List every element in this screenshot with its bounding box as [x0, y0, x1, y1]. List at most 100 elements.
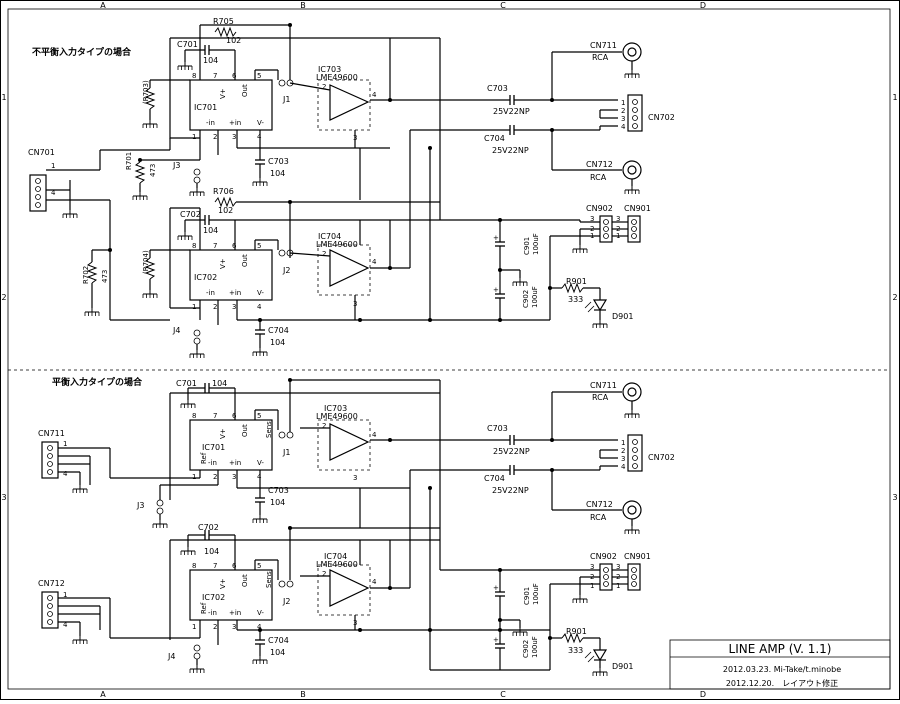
- ic703-pin4: 4: [372, 91, 377, 99]
- ic701-pin2: 2: [213, 133, 217, 141]
- cn711b-out-label: CN711: [590, 381, 617, 390]
- c703b-out-value: 25V22NP: [493, 447, 530, 456]
- ic702b-sens: Sens: [265, 571, 273, 588]
- ic701b-minus-in: -in: [208, 459, 217, 467]
- ic704-label: IC704: [318, 232, 341, 241]
- ic702-box: [189, 249, 273, 301]
- cn712b-out-label: CN712: [586, 500, 613, 509]
- ic704b-buffer: [329, 569, 370, 607]
- c902b-value: 100uF: [531, 636, 539, 658]
- ic703b-pin4: 4: [372, 431, 377, 439]
- cn702b-pin4: 4: [621, 463, 626, 471]
- cn901-pin1: 1: [616, 232, 620, 240]
- ic702-pin4: 4: [257, 303, 262, 311]
- r901-label: R901: [566, 277, 587, 286]
- ic701b-pin3: 3: [232, 473, 236, 481]
- cn711-out-sub: RCA: [592, 53, 609, 62]
- ic702b-ref: Ref: [200, 602, 208, 614]
- c703-label: C703: [268, 157, 289, 166]
- ic704b-outline: [317, 564, 371, 616]
- c702b-label: C702: [198, 523, 219, 532]
- c703-out-label: C703: [487, 84, 508, 93]
- ic702-pin8: 8: [192, 242, 196, 250]
- ic702b-pin4: 4: [257, 623, 262, 631]
- r704-label: (R704): [142, 250, 150, 274]
- cn701-pin1: 1: [51, 162, 55, 170]
- j4-label-top: J4: [172, 326, 180, 335]
- cn902-label: CN902: [586, 204, 613, 213]
- unbalanced-input-section: 不平衡入力タイプの場合 R705 102 C701 104 8 7 6 5 1 …: [28, 17, 675, 359]
- cn902b-body: [599, 563, 613, 591]
- cn711b-out-sub: RCA: [592, 393, 609, 402]
- cn702b-body: [627, 434, 643, 472]
- ic701-vminus: V-: [257, 119, 264, 127]
- col-label-a-top: A: [100, 1, 106, 10]
- cn712b-out-sub: RCA: [590, 513, 607, 522]
- ic703-pin2: 2: [322, 83, 326, 91]
- c701b-value: 104: [212, 379, 227, 388]
- ic704-buffer: [329, 249, 370, 287]
- c902-plus: +: [493, 286, 499, 294]
- cn711-in-body: [41, 441, 59, 479]
- c702-label: C702: [180, 210, 201, 219]
- c701-value: 104: [203, 56, 218, 65]
- cn902-pin3: 3: [590, 215, 594, 223]
- ic701b-vplus: V+: [219, 428, 227, 439]
- cn902b-label: CN902: [590, 552, 617, 561]
- cn712-in-label: CN712: [38, 579, 65, 588]
- c901b-value: 100uF: [532, 583, 540, 605]
- ic703b-pin3: 3: [353, 474, 357, 482]
- cn701-body: [29, 174, 47, 212]
- ic702b-pin2: 2: [213, 623, 217, 631]
- ic701b-pin8: 8: [192, 412, 196, 420]
- cn702-body: [627, 94, 643, 132]
- ic704-part: LME49600: [316, 240, 358, 249]
- cn901b-pin1: 1: [616, 582, 620, 590]
- c704-value: 104: [270, 338, 285, 347]
- ic701b-sens: Sens: [265, 421, 273, 438]
- c704b-out-label: C704: [484, 474, 505, 483]
- c703-value: 104: [270, 169, 285, 178]
- ic701b-pin6: 6: [232, 412, 237, 420]
- ic702b-vminus: V-: [257, 609, 264, 617]
- ic703-buffer: [329, 84, 370, 121]
- cn901-pin3: 3: [616, 215, 620, 223]
- r701-value: 473: [149, 164, 157, 177]
- c703b-out-label: C703: [487, 424, 508, 433]
- cn702-pin3: 3: [621, 115, 625, 123]
- ic701b-pin2: 2: [213, 473, 217, 481]
- drawing-title: LINE AMP (V. 1.1): [729, 642, 832, 656]
- cn702-label: CN702: [648, 113, 675, 122]
- ic703b-outline: [317, 419, 371, 471]
- ic702-pin6: 6: [232, 242, 237, 250]
- c902-label: C902: [522, 290, 530, 308]
- cn711-out-label: CN711: [590, 41, 617, 50]
- title-block: LINE AMP (V. 1.1) 2012.03.23. Mi-Take/t.…: [669, 639, 891, 690]
- c901-plus: +: [493, 234, 499, 242]
- r701-label: R701: [125, 152, 133, 170]
- cn702b-label: CN702: [648, 453, 675, 462]
- row-label-2-left: 2: [1, 293, 6, 302]
- c703-out-value: 25V22NP: [493, 107, 530, 116]
- r702-label: R702: [82, 266, 90, 284]
- ic701-pin1: 1: [192, 133, 196, 141]
- c704b-value: 104: [270, 648, 285, 657]
- ic701b-pin7: 7: [213, 412, 217, 420]
- c701-label: C701: [177, 40, 198, 49]
- r901b-label: R901: [566, 627, 587, 636]
- col-label-b-bottom: B: [300, 690, 306, 699]
- col-label-d-top: D: [700, 1, 706, 10]
- ic702b-pin7: 7: [213, 562, 217, 570]
- cn712-out-sub: RCA: [590, 173, 607, 182]
- cn902-pin1: 1: [590, 232, 594, 240]
- j3b-label: J3: [136, 501, 144, 510]
- cn901-label: CN901: [624, 204, 651, 213]
- c902b-plus: +: [493, 636, 499, 644]
- ic701-pin6: 6: [232, 72, 237, 80]
- cn901b-body: [627, 563, 641, 591]
- r706-label: R706: [213, 187, 234, 196]
- ic702-pin7: 7: [213, 242, 217, 250]
- ic703-label: IC703: [318, 65, 341, 74]
- ic702b-pin3: 3: [232, 623, 236, 631]
